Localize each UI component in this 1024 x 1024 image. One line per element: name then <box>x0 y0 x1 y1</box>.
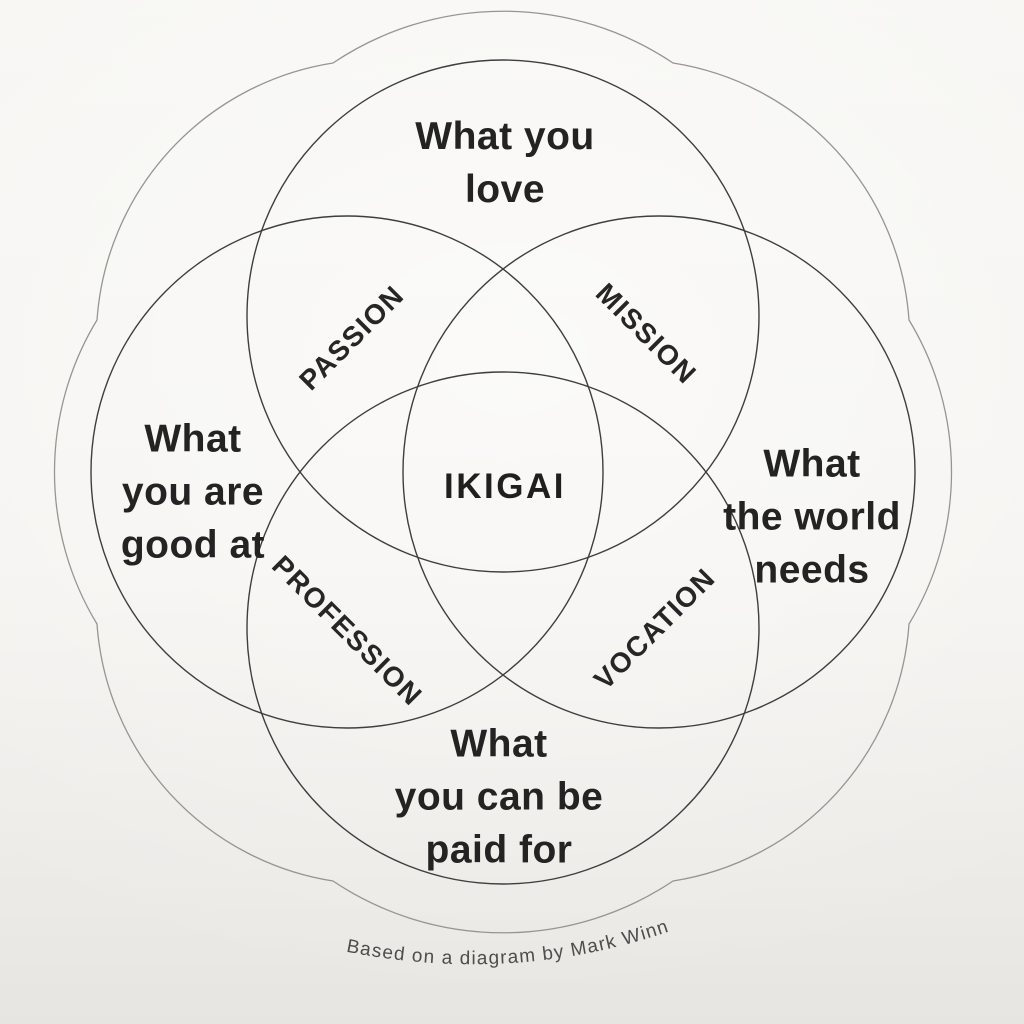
label-what-you-love: What you love <box>415 110 594 216</box>
label-what-the-world-needs: What the world needs <box>723 437 901 596</box>
venn-circle-left <box>90 215 604 729</box>
venn-circle-bottom <box>246 371 760 885</box>
label-line: What you <box>415 114 595 158</box>
ikigai-center-label: IKIGAI <box>444 467 566 506</box>
label-line: you can be <box>394 775 604 819</box>
label-line: needs <box>754 548 870 592</box>
scalloped-border <box>53 10 953 934</box>
label-line: good at <box>120 523 266 567</box>
label-what-you-are-good-at: What you are good at <box>121 412 265 571</box>
label-what-you-can-be-paid-for: What you can be paid for <box>395 717 604 876</box>
label-line: paid for <box>425 828 573 872</box>
label-line: What <box>450 722 548 766</box>
attribution-text: Based on a diagram by Mark Winn <box>345 916 672 969</box>
label-line: What <box>763 442 861 486</box>
venn-circle-right <box>402 215 916 729</box>
label-line: you are <box>121 470 265 514</box>
venn-circle-top <box>246 59 760 573</box>
label-line: love <box>464 168 546 211</box>
label-line: What <box>144 417 242 461</box>
label-line: the world <box>723 495 901 539</box>
